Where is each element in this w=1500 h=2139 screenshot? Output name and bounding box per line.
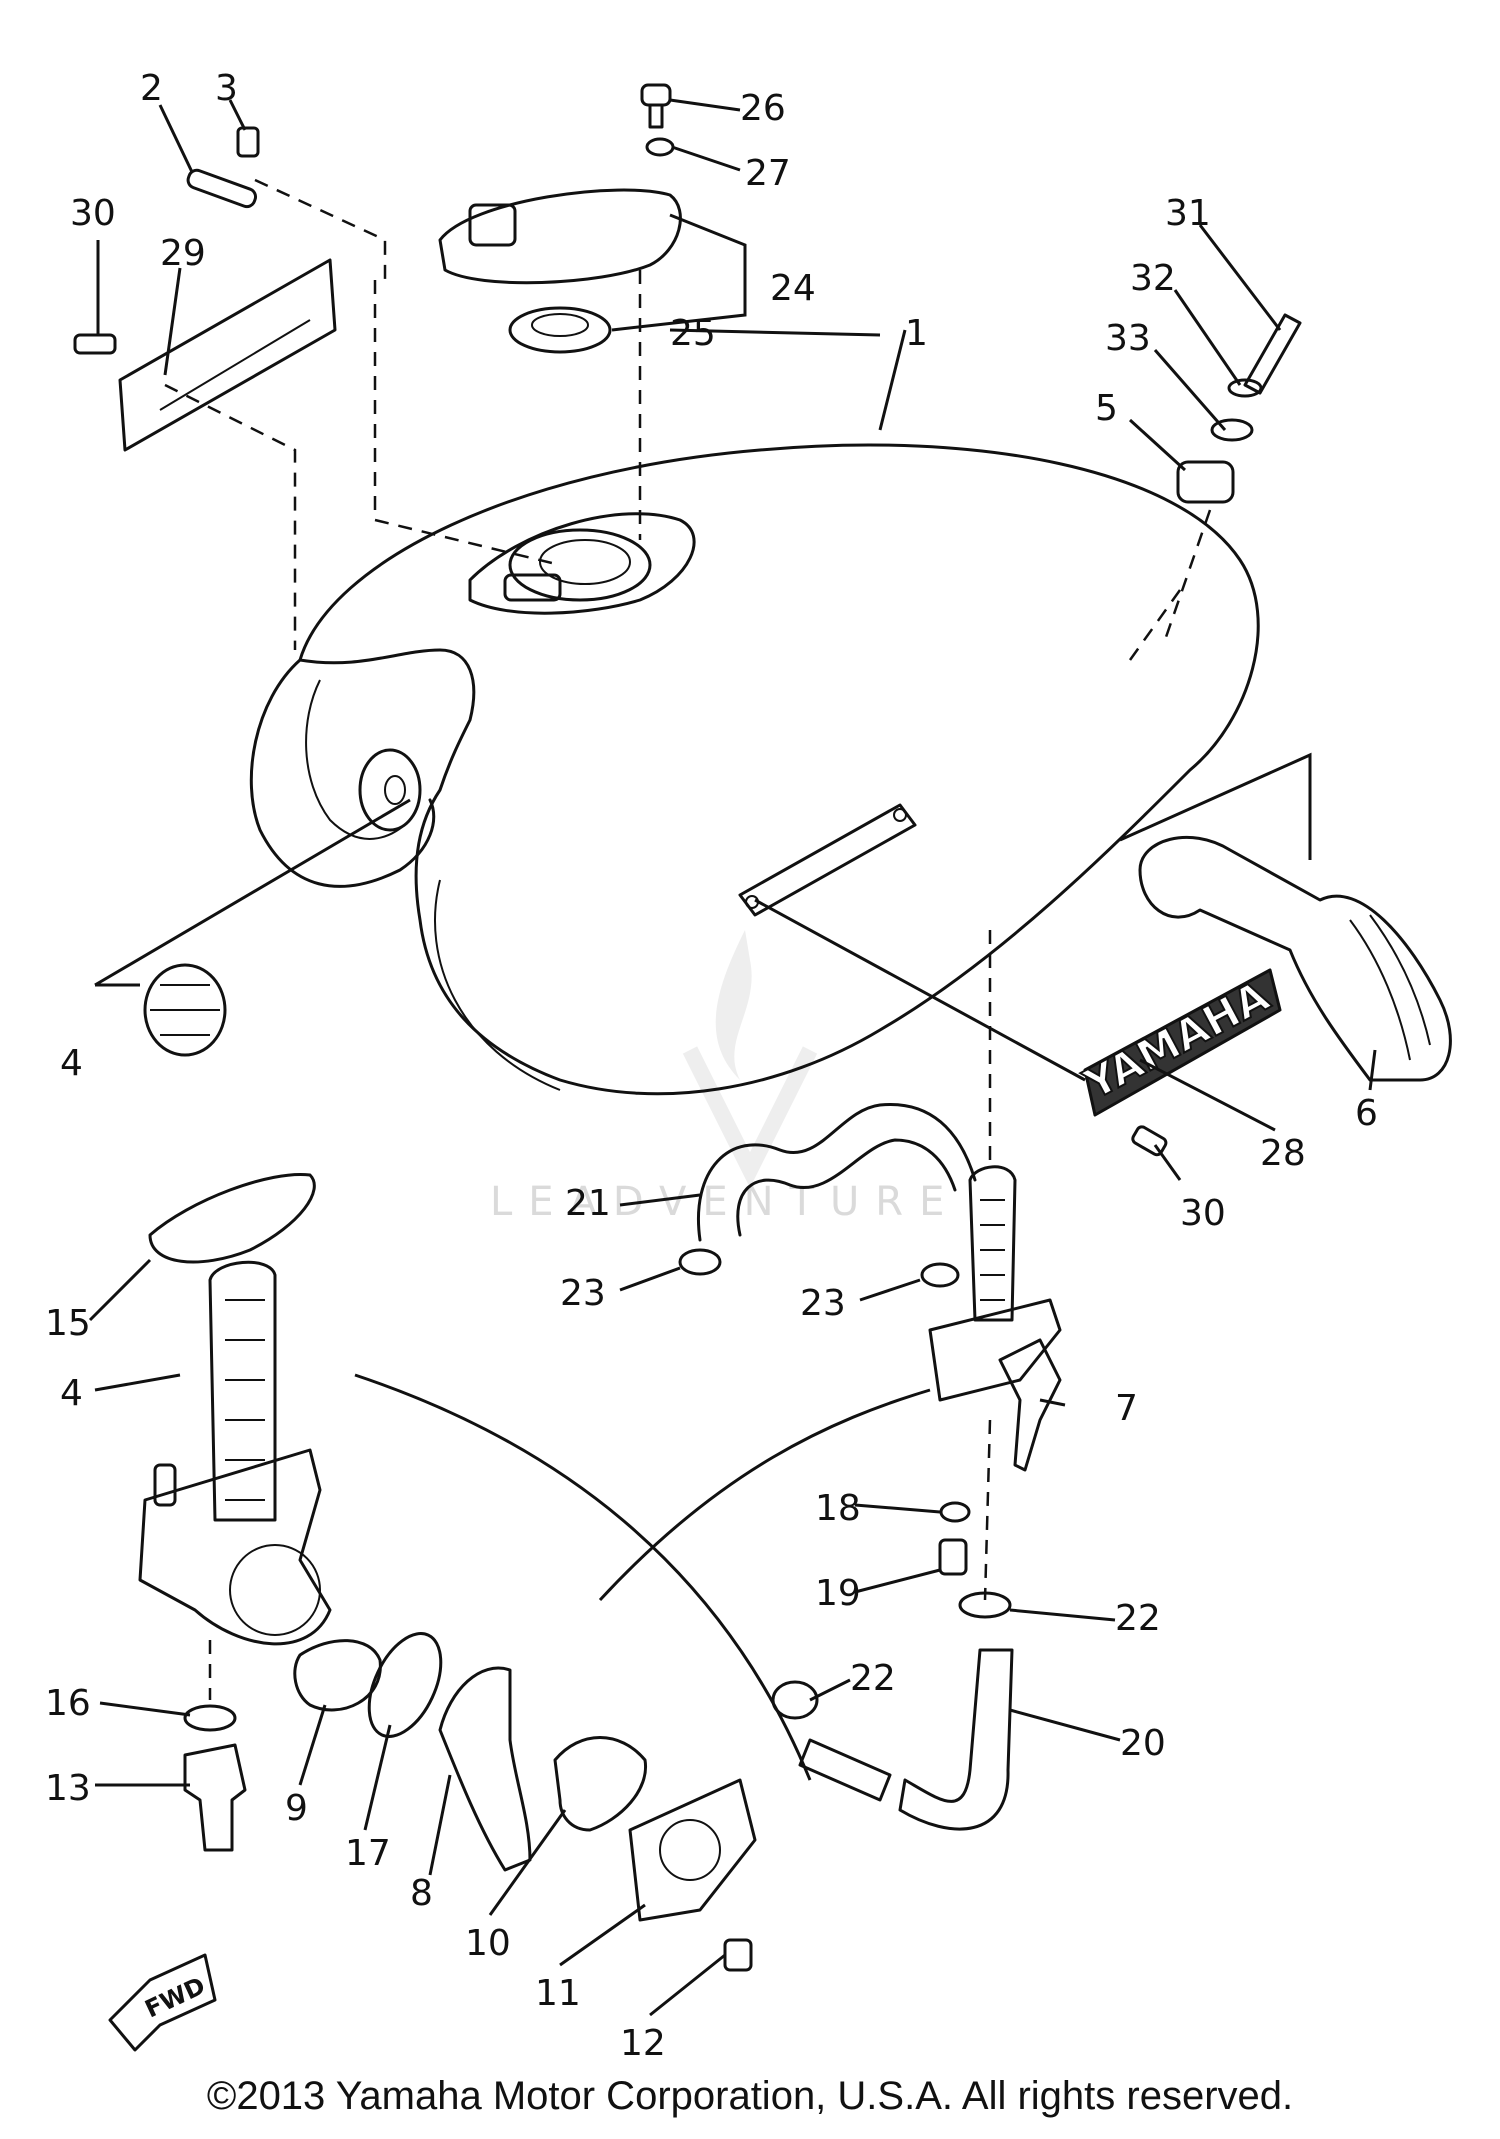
gasket-10 [553,1736,648,1832]
callout-16: 16 [45,1683,91,1724]
washer-18 [939,1501,971,1523]
fuel-cap-24 [438,188,682,285]
watermark-logo [682,930,818,1188]
callout-29: 29 [160,233,206,274]
callout-30-bottom: 30 [1180,1193,1226,1234]
watermark-text: LEADVENTURE [490,1179,960,1225]
callouts: 1 2 3 4 4 5 6 7 8 9 10 11 12 13 15 16 17… [45,68,1378,2064]
svg-text:YAMAHA: YAMAHA [1076,971,1278,1109]
callout-33: 33 [1105,318,1151,359]
knob-4 [143,963,227,1057]
washer-3 [236,126,260,158]
lever-8 [438,1666,532,1872]
screw-26 [640,83,672,129]
drain-13 [183,1743,247,1852]
callout-1: 1 [905,313,928,354]
callout-21: 21 [565,1183,611,1224]
callout-4-bottom: 4 [60,1373,83,1414]
callout-15: 15 [45,1303,91,1344]
washer-27 [645,137,675,157]
fuel-tank [249,443,1260,1096]
callout-5: 5 [1095,388,1118,429]
yamaha-emblem-28: YAMAHA [1075,968,1282,1117]
o-ring-15 [148,1172,316,1264]
callout-3: 3 [215,68,238,109]
plate-9 [293,1639,382,1712]
bolt-2 [186,168,258,209]
bolt-31 [1243,313,1302,395]
callout-13: 13 [45,1768,91,1809]
callout-22-right: 22 [1115,1598,1161,1639]
fwd-arrow-icon: FWD [108,1953,217,2052]
callout-6: 6 [1355,1093,1378,1134]
o-ring-17 [367,1632,443,1738]
callout-12: 12 [620,2023,666,2064]
callout-26: 26 [740,88,786,129]
callout-18: 18 [815,1488,861,1529]
callout-28: 28 [1260,1133,1306,1174]
screw-19 [938,1538,968,1576]
fuel-cock-7 [928,1165,1062,1472]
callout-11: 11 [535,1973,581,2014]
clamp-23-right [920,1262,960,1288]
callout-22-left: 22 [850,1658,896,1699]
clamp-23-left [678,1248,722,1276]
screw-30-bottom [1131,1125,1168,1157]
plate-29 [118,258,337,452]
fuel-cock-4 [138,1260,332,1646]
cover-11 [628,1778,757,1922]
callout-30-top: 30 [70,193,116,234]
callout-9: 9 [285,1788,308,1829]
gasket-25 [508,306,612,354]
damper-bracket-6 [1138,835,1452,1082]
leader-lines [88,98,1377,2017]
callout-2: 2 [140,68,163,109]
callout-25: 25 [670,313,716,354]
callout-31: 31 [1165,193,1211,234]
callout-19: 19 [815,1573,861,1614]
callout-23-right: 23 [800,1283,846,1324]
callout-7: 7 [1115,1388,1138,1429]
callout-4-top: 4 [60,1043,83,1084]
callout-8: 8 [410,1873,433,1914]
callout-27: 27 [745,153,791,194]
copyright-notice: ©2013 Yamaha Motor Corporation, U.S.A. A… [206,2074,1294,2118]
washer-32 [1227,378,1263,398]
washer-33 [1210,418,1254,442]
bolt-30-top [73,333,117,355]
fuel-hose-21 [697,1102,977,1242]
callout-24: 24 [770,268,816,309]
screw-12 [723,1938,753,1972]
callout-32: 32 [1130,258,1176,299]
damper-5 [1176,460,1235,504]
assembly-lines [94,178,1312,1781]
callout-23-left: 23 [560,1273,606,1314]
fuel-hose-20 [798,1648,1014,1831]
callout-20: 20 [1120,1723,1166,1764]
callout-17: 17 [345,1833,391,1874]
callout-10: 10 [465,1923,511,1964]
o-ring-16 [183,1704,237,1732]
